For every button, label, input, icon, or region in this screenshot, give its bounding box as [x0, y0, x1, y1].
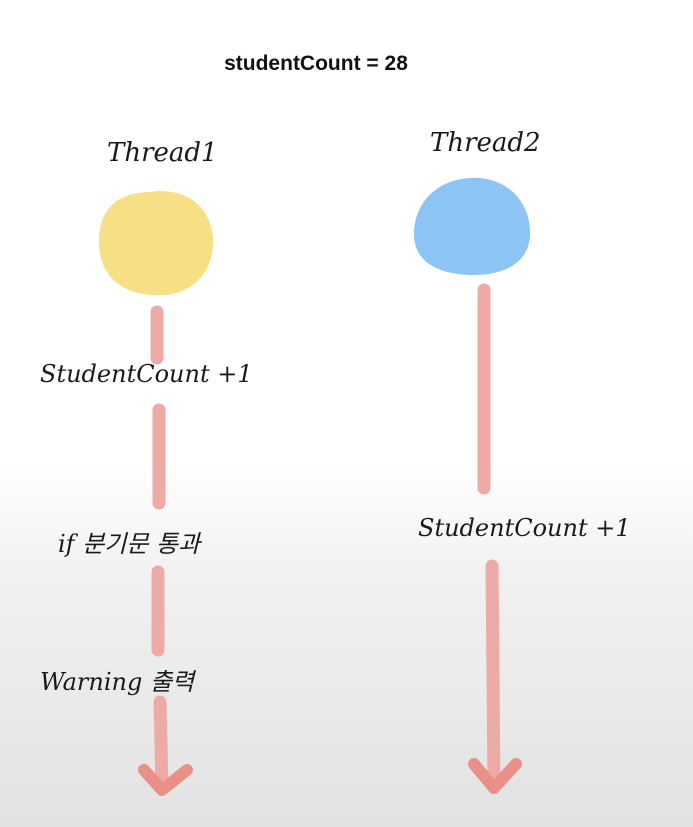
thread1-step-if-pass: if 분기문 통과: [58, 530, 201, 558]
thread1-step-increment: StudentCount +1: [40, 360, 253, 388]
thread2-step-increment: StudentCount +1: [418, 514, 631, 542]
thread1-label: Thread1: [107, 138, 218, 168]
thread2-arrow-head: [468, 758, 522, 794]
thread1-arrow-segment-4: [153, 695, 169, 795]
thread2-label: Thread2: [430, 128, 541, 158]
thread2-blob: [413, 177, 531, 276]
thread1-step-warning: Warning 출력: [40, 668, 195, 696]
page-title: studentCount = 28: [224, 52, 408, 75]
thread1-blob: [98, 191, 214, 296]
thread2-arrow-segment-2: [485, 559, 501, 792]
thread1-arrow-head: [138, 764, 193, 796]
